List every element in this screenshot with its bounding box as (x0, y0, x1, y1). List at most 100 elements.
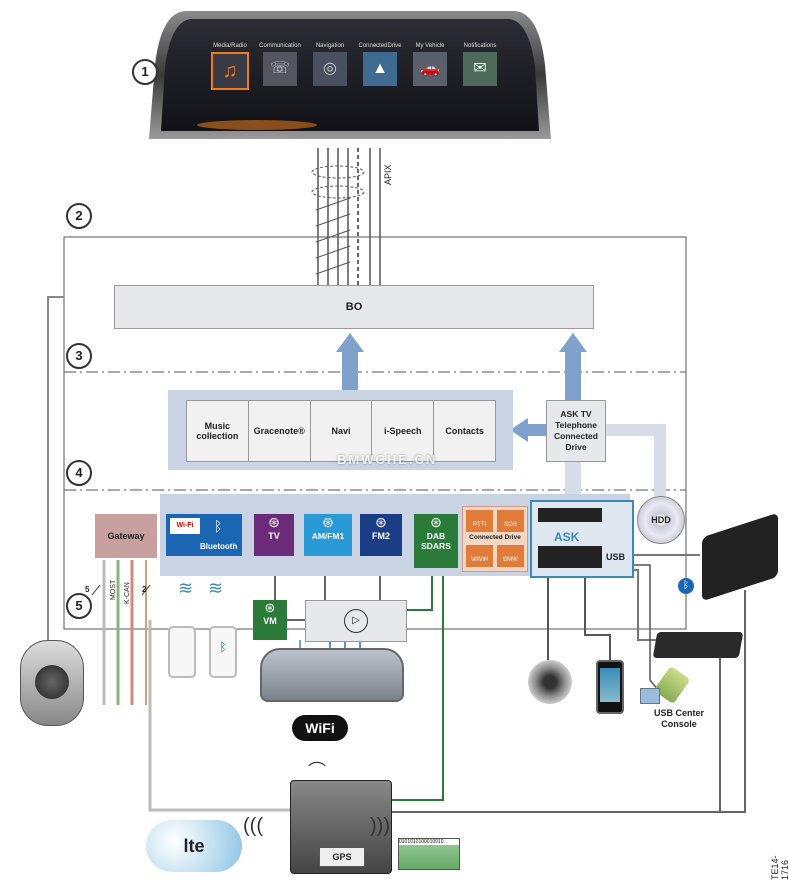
www-label: WWW (471, 557, 488, 563)
sos-label: SOS (504, 522, 517, 528)
transistor-icon: ⊛ (268, 514, 280, 530)
watermark-logo: BMWCHE.CN (325, 400, 455, 470)
ask-port (538, 546, 602, 568)
ask-label: ASK (554, 530, 580, 544)
callout-2: 2 (66, 203, 92, 229)
music-note-icon: ♫ (211, 52, 249, 90)
bluetooth-icon: ᛒ (214, 518, 223, 534)
wave-icon: ≋ (178, 578, 194, 598)
tv-label: TV (268, 531, 280, 541)
service-ispeech: i-Speech (372, 401, 435, 461)
menu-item-communication[interactable]: Communication ☏ (257, 43, 303, 89)
bo-block: BO (114, 285, 594, 329)
menu-item-label: Communication (259, 43, 301, 49)
smartphone-bluetooth-icon: ᛒ (209, 626, 237, 678)
wave-icon: ≋ (208, 578, 224, 598)
service-label: i-Speech (384, 426, 422, 436)
ask-slot (538, 508, 602, 522)
service-music-collection: Music collection (187, 401, 249, 461)
usb-dock-icon (640, 688, 660, 704)
navigation-card: 0101010100010010 (398, 838, 460, 870)
www-tile: WWW (466, 545, 493, 567)
hdd-label: HDD (651, 515, 671, 525)
smartphone-wifi-icon (168, 626, 196, 678)
line-mark-5: 5 (85, 585, 90, 594)
menu-item-navigation[interactable]: Navigation ◎ (307, 43, 353, 89)
wifi-badge: Wi-Fi (170, 518, 200, 534)
callout-5: 5 (66, 593, 92, 619)
dab-module: ⊛ DAB SDARS (414, 514, 458, 568)
wifi-logo: WiFi (292, 715, 348, 741)
rtti-tile: RTTI (466, 510, 493, 532)
service-label: Gracenote® (253, 426, 305, 436)
callout-1: 1 (132, 59, 158, 85)
service-label: Contacts (445, 426, 484, 436)
speaker-icon (528, 660, 572, 704)
iphone-icon (596, 660, 624, 714)
amplifier-block: ▷ (305, 600, 407, 642)
callout-3: 3 (66, 343, 92, 369)
lte-cloud: lte (146, 820, 242, 872)
kcan-label: K-CAN (124, 582, 131, 604)
connected-drive-module: RTTI SOS Connected Drive WWW BMW (462, 506, 528, 572)
binary-text: 0101010100010010 (399, 839, 459, 845)
ask-module: ASK USB (530, 500, 634, 578)
envelope-icon: ✉ (463, 52, 497, 86)
display-frame (149, 11, 551, 139)
transistor-icon: ⊛ (430, 514, 442, 530)
rtti-label: RTTI (472, 522, 487, 528)
signal-waves-left: ((( (243, 815, 263, 837)
center-console-tray (652, 632, 744, 658)
gps-label-box: GPS (319, 847, 365, 867)
vm-label: VM (263, 616, 277, 626)
gateway-label: Gateway (107, 531, 145, 541)
menu-item-notifications[interactable]: Notifications ✉ (457, 43, 503, 89)
document-id: TE14-1716 (770, 855, 789, 880)
usb-center-console-label: USB Center Console (653, 708, 704, 729)
signal-waves-right: ))) (370, 815, 390, 837)
amfm1-module: ⊛ AM/FM1 (304, 514, 352, 556)
bmw-label: BMW (503, 557, 518, 563)
dab-label: DAB SDARS (421, 531, 451, 551)
service-label: Navi (331, 426, 351, 436)
rear-window-antenna (260, 648, 404, 702)
lte-label: lte (183, 836, 205, 856)
fm2-label: FM2 (372, 531, 390, 541)
usb-label: USB (606, 552, 626, 562)
menu-item-label: Navigation (315, 43, 345, 49)
controller-knob-icon (35, 665, 69, 699)
fm2-module: ⊛ FM2 (360, 514, 402, 556)
transistor-icon: ⊛ (322, 514, 334, 530)
service-label: Music collection (196, 421, 239, 441)
gateway-block: Gateway (95, 514, 157, 558)
bo-label: BO (345, 301, 363, 313)
ask-services-label: ASK TV Telephone Connected Drive (554, 409, 598, 452)
display-menu: Media/Radio ♫ Communication ☏ Navigation… (207, 43, 507, 103)
menu-item-media[interactable]: Media/Radio ♫ (207, 43, 253, 93)
wifi-waves-icon: ︵ (308, 749, 326, 769)
menu-item-label: ConnectedDrive (358, 43, 402, 49)
idrive-controller (20, 640, 84, 726)
wifi-logo-text: WiFi (305, 720, 335, 736)
service-contacts: Contacts (434, 401, 495, 461)
compass-icon: ◎ (313, 52, 347, 86)
menu-item-connecteddrive[interactable]: ConnectedDrive ▲ (357, 43, 403, 89)
ask-services-box: ASK TV Telephone Connected Drive (546, 400, 606, 462)
phone-screen (600, 668, 620, 702)
car-icon: 🚗 (413, 52, 447, 86)
bluetooth-module: Wi-Fi ᛒ Bluetooth (166, 514, 242, 556)
most-label: MOST (110, 579, 117, 600)
services-row: Music collection Gracenote® Navi i-Speec… (186, 400, 496, 462)
tv-module: ⊛ TV (254, 514, 294, 556)
menu-item-my-vehicle[interactable]: My Vehicle 🚗 (407, 43, 453, 89)
connected-drive-label: Connected Drive (469, 534, 521, 541)
telematics-unit: GPS (290, 780, 392, 874)
central-display: Media/Radio ♫ Communication ☏ Navigation… (147, 5, 553, 145)
apix-label: APIX (383, 164, 393, 185)
bluetooth-icon: ᛒ (219, 640, 227, 654)
line-mark-2: 2 (142, 585, 147, 594)
phone-icon: ☏ (263, 52, 297, 86)
triangle-icon: ▲ (363, 52, 397, 86)
transistor-icon: ⊛ (264, 600, 276, 615)
menu-item-label: My Vehicle (415, 43, 445, 49)
